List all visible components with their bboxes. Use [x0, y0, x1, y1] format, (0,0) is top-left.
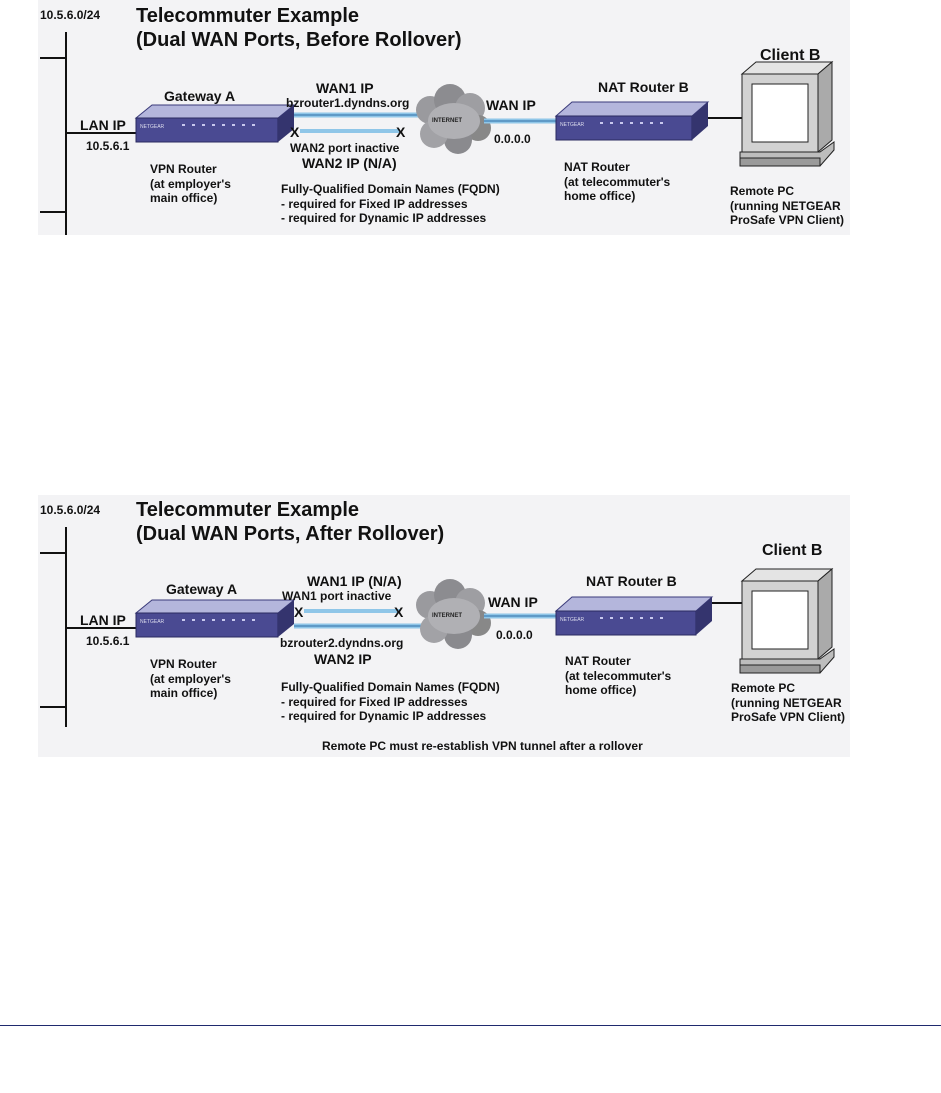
router-brand-text: NETGEAR	[140, 124, 165, 130]
wan1-label: WAN1 IP (N/A)	[307, 573, 402, 589]
nat-router-description: NAT Router (at telecommuter's home offic…	[564, 160, 671, 203]
nat-router-name: NAT Router B	[586, 573, 677, 589]
diagram-title: Telecommuter Example	[136, 5, 360, 27]
lan-ip-value: 10.5.6.1	[86, 634, 130, 648]
wan1-x-mark: X	[294, 604, 304, 620]
wan1-link-inactive: X X	[294, 604, 404, 620]
client-wan-value: 0.0.0.0	[494, 132, 531, 146]
fqdn-notes: Fully-Qualified Domain Names (FQDN) - re…	[281, 680, 500, 723]
wan1-hostname: bzrouter1.dyndns.org	[286, 96, 410, 110]
lan-ip-value: 10.5.6.1	[86, 139, 130, 153]
internet-label: INTERNET	[432, 118, 462, 124]
client-b-pc-icon	[739, 567, 835, 674]
wan2-x-mark: X	[290, 124, 300, 140]
wan2-x-mark: X	[396, 124, 406, 140]
client-name: Client B	[760, 47, 821, 64]
gateway-a-router-icon: NETGEAR	[134, 104, 296, 143]
nat-router-b-icon: NETGEAR	[554, 596, 714, 636]
gateway-description: VPN Router (at employer's main office)	[150, 162, 231, 205]
gateway-description: VPN Router (at employer's main office)	[150, 657, 231, 700]
rollover-footer-note: Remote PC must re-establish VPN tunnel a…	[322, 739, 643, 753]
network-diagram-graphics: NETGEAR X X	[40, 527, 835, 727]
nat-router-name: NAT Router B	[598, 79, 689, 95]
client-wan-label: WAN IP	[488, 594, 538, 610]
lan-bus	[40, 32, 150, 235]
wan2-link-inactive: X X	[290, 124, 406, 140]
gateway-name: Gateway A	[164, 88, 236, 104]
wan2-hostname: bzrouter2.dyndns.org	[280, 636, 404, 650]
diagram-title: Telecommuter Example	[136, 499, 360, 521]
client-wan-label: WAN IP	[486, 97, 536, 113]
diagram-subtitle: (Dual WAN Ports, After Rollover)	[136, 523, 445, 545]
gateway-a-router-icon: NETGEAR	[134, 599, 296, 638]
subnet-label: 10.5.6.0/24	[40, 8, 101, 22]
nat-router-description: NAT Router (at telecommuter's home offic…	[565, 654, 672, 697]
gateway-name: Gateway A	[166, 581, 238, 597]
client-description: Remote PC (running NETGEAR ProSafe VPN C…	[731, 681, 846, 724]
network-diagram-graphics: NETGEAR X X	[40, 32, 835, 235]
diagram-subtitle: (Dual WAN Ports, Before Rollover)	[136, 29, 462, 51]
internet-label: INTERNET	[432, 613, 462, 619]
client-wan-value: 0.0.0.0	[496, 628, 533, 642]
nat-router-b-icon: NETGEAR	[554, 101, 710, 141]
router-brand-text: NETGEAR	[140, 619, 165, 625]
lan-ip-label: LAN IP	[80, 612, 126, 628]
fqdn-notes: Fully-Qualified Domain Names (FQDN) - re…	[281, 182, 500, 225]
page-divider-line	[0, 1025, 941, 1026]
internet-cloud-icon	[416, 84, 491, 154]
wan2-label: WAN2 IP	[314, 651, 372, 667]
wan1-x-mark: X	[394, 604, 404, 620]
subnet-label: 10.5.6.0/24	[40, 503, 101, 517]
lan-ip-label: LAN IP	[80, 117, 126, 133]
wan-port-status: WAN1 port inactive	[282, 589, 392, 603]
router-brand-text: NETGEAR	[560, 617, 585, 623]
router-brand-text: NETGEAR	[560, 122, 585, 128]
client-description: Remote PC (running NETGEAR ProSafe VPN C…	[730, 184, 845, 227]
client-name: Client B	[762, 542, 823, 559]
wan1-label: WAN1 IP	[316, 80, 374, 96]
wan-port-status: WAN2 port inactive	[290, 141, 400, 155]
wan2-label: WAN2 IP (N/A)	[302, 155, 397, 171]
client-b-pc-icon	[739, 60, 835, 167]
internet-cloud-icon	[416, 579, 491, 649]
